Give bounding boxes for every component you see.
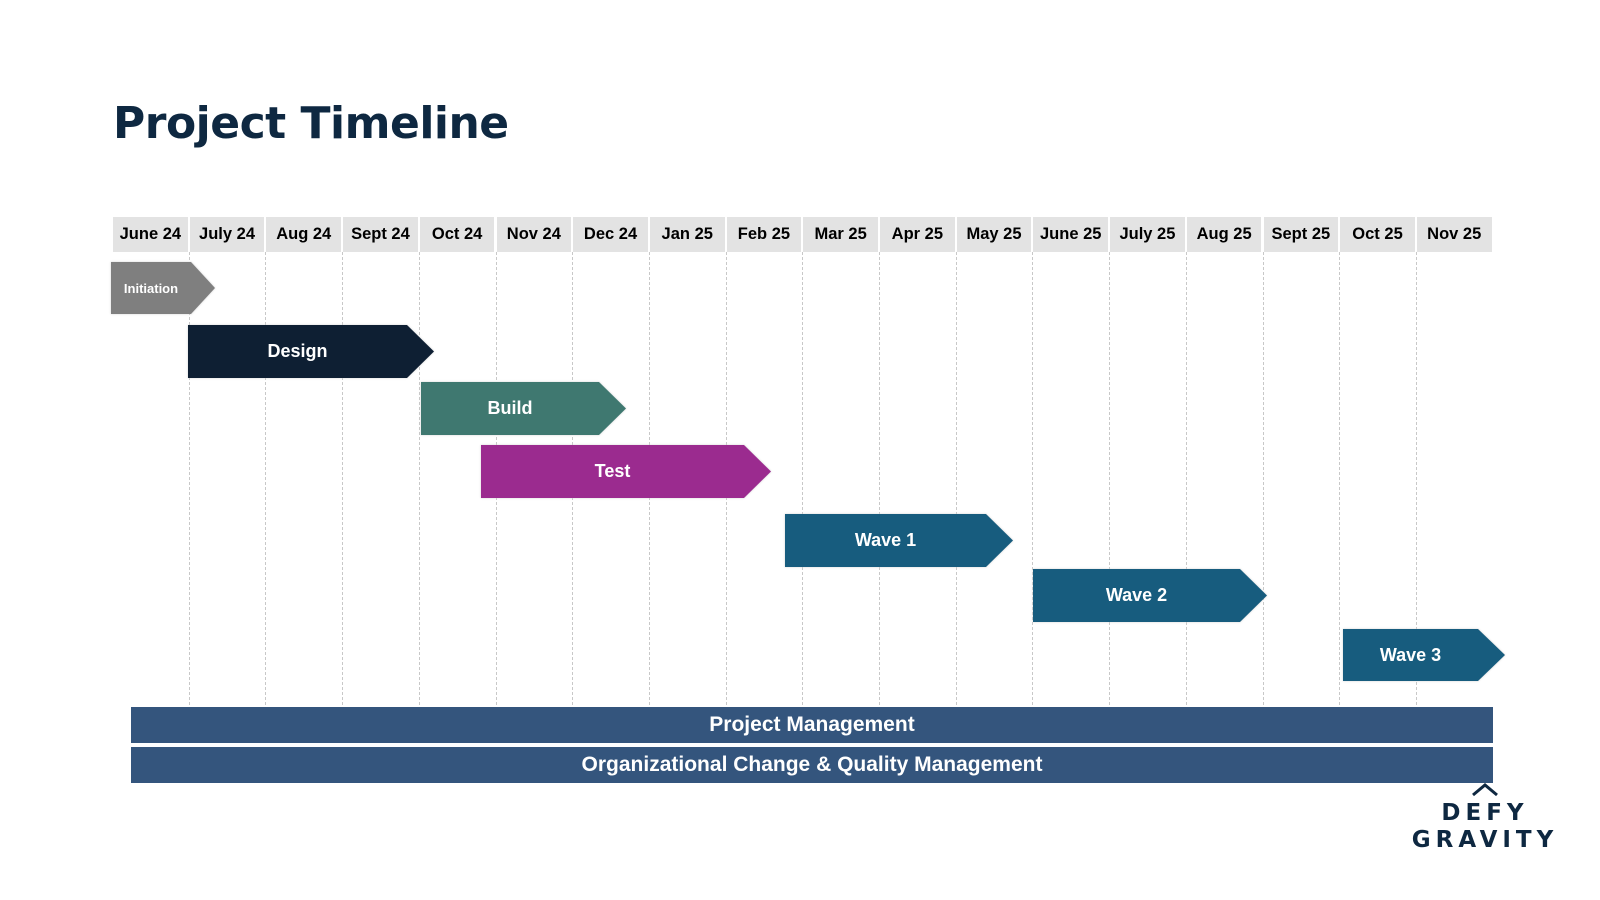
phase-label: Design [267, 341, 328, 361]
phase-build: Build [421, 382, 626, 435]
gridline [879, 252, 880, 720]
gridline [802, 252, 804, 720]
gridline [1339, 252, 1341, 720]
phase-label: Wave 3 [1379, 644, 1442, 665]
phase-arrow-shape [421, 382, 626, 435]
month-cell: Sept 25 [1263, 217, 1339, 252]
phase-wave-1: Wave 1 [785, 514, 1013, 567]
gridline [188, 252, 190, 720]
month-cell: Oct 25 [1340, 217, 1415, 252]
gridline [1185, 252, 1187, 720]
gridline [955, 252, 957, 720]
month-cell: Jan 25 [649, 217, 725, 252]
phase-arrow-shape [111, 262, 215, 314]
phase-arrow-shape [1033, 569, 1267, 622]
band-project-management: Project Management [131, 707, 1493, 743]
logo: DEFY GRAVITY [1410, 782, 1560, 862]
month-cell: June 25 [1033, 217, 1109, 252]
gridline [1109, 252, 1111, 720]
phase-arrow-shape [785, 514, 1013, 567]
month-cell: Dec 24 [573, 217, 648, 252]
month-cell: Feb 25 [726, 217, 802, 252]
phase-arrow-shape [481, 445, 771, 498]
month-cell: Nov 24 [496, 217, 572, 252]
gridline [342, 252, 344, 720]
gridline [1262, 252, 1264, 720]
month-cell: July 24 [189, 217, 265, 252]
phase-wave-3: Wave 3 [1343, 629, 1505, 681]
gridline [1032, 252, 1034, 720]
month-cell: Mar 25 [803, 217, 878, 252]
month-cell: July 25 [1110, 217, 1185, 252]
logo-text-defy: DEFY [1441, 800, 1529, 826]
page-title: Project Timeline [113, 98, 509, 149]
gridline [418, 252, 420, 720]
phase-arrow-shape [188, 325, 434, 378]
phase-arrow-shape [1343, 629, 1505, 681]
month-cell: Nov 25 [1416, 217, 1492, 252]
month-cell: Aug 25 [1186, 217, 1262, 252]
month-cell: Apr 25 [880, 217, 955, 252]
band-change-quality-management: Organizational Change & Quality Manageme… [131, 747, 1493, 783]
month-header: June 24 July 24 Aug 24 Sept 24 Oct 24 No… [113, 217, 1493, 252]
month-cell: June 24 [113, 217, 188, 252]
phase-label: Build [487, 398, 533, 418]
phase-initiation: Initiation [111, 262, 215, 314]
month-cell: Sept 24 [343, 217, 418, 252]
month-cell: May 25 [956, 217, 1032, 252]
phase-design: Design [188, 325, 434, 378]
month-cell: Oct 24 [419, 217, 495, 252]
logo-text-gravity: GRAVITY [1411, 827, 1559, 853]
gridline [1415, 252, 1417, 720]
chevron-up-icon [1472, 783, 1498, 797]
month-cell: Aug 24 [266, 217, 342, 252]
phase-wave-2: Wave 2 [1033, 569, 1267, 622]
phase-label: Wave 1 [854, 530, 917, 550]
phase-test: Test [481, 445, 771, 498]
phase-label: Initiation [123, 280, 179, 296]
phase-label: Test [594, 461, 631, 481]
phase-label: Wave 2 [1105, 585, 1168, 605]
gridline [265, 252, 267, 720]
